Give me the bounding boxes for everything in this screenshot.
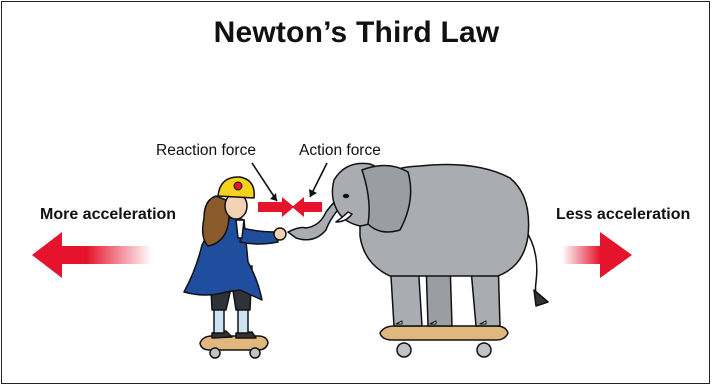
diagram-title: Newton’s Third Law [213,16,500,49]
reaction-force-arrow [258,197,294,217]
less-acceleration-label: Less acceleration [556,206,691,223]
reaction-force-label: Reaction force [156,142,256,159]
action-force-label: Action force [299,142,381,159]
reaction-force-pointer [251,162,278,202]
action-force-arrow [292,197,322,217]
elephant-figure [287,162,549,358]
left-acceleration-arrow [32,232,152,278]
action-force-pointer [309,162,328,198]
right-acceleration-arrow [562,232,632,278]
elephant-skateboard [379,325,509,358]
more-acceleration-label: More acceleration [40,206,177,223]
newton-skateboard [199,335,269,359]
newton-figure [183,176,287,359]
